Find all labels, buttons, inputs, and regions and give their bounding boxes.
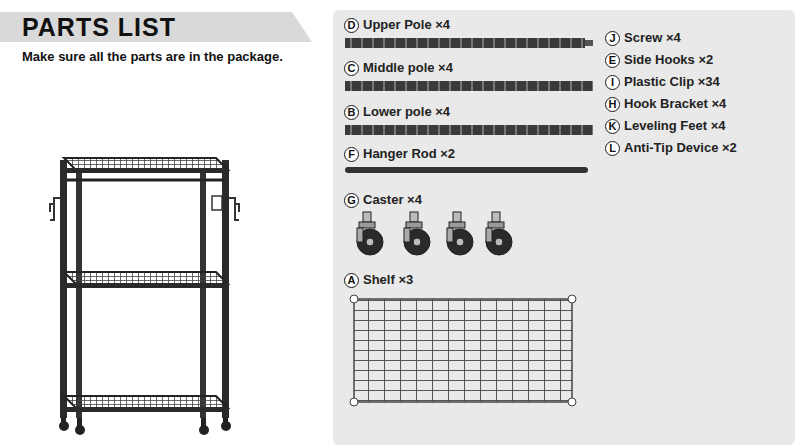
part-letter-circle: FHanger Rod ×2 [344, 147, 359, 162]
shelf [350, 295, 576, 406]
part-name: Upper Pole ×4 [363, 17, 450, 32]
part-letter-circle: HHook Bracket ×4 [605, 97, 620, 112]
hanger-rod [345, 167, 588, 173]
part-letter: H [609, 99, 617, 110]
title-banner [0, 12, 312, 42]
part-letter: F [348, 149, 355, 160]
part-letter: D [348, 20, 356, 31]
part-name: Middle pole ×4 [363, 60, 453, 75]
part-name: Shelf ×3 [363, 272, 413, 287]
part-name: Hanger Rod ×2 [363, 146, 455, 161]
middle-pole [345, 81, 593, 91]
part-letter: L [609, 143, 616, 154]
part-name: Caster ×4 [363, 192, 422, 207]
part-name: Side Hooks ×2 [624, 52, 713, 67]
part-letter: C [348, 63, 356, 74]
part-letter-circle: CMiddle pole ×4 [344, 61, 359, 76]
part-letter: I [611, 77, 614, 88]
part-letter-circle: IPlastic Clip ×34 [605, 75, 620, 90]
part-letter: K [609, 121, 617, 132]
pole-tip [585, 40, 593, 46]
part-letter-circle: ESide Hooks ×2 [605, 53, 620, 68]
part-name: Screw ×4 [624, 30, 681, 45]
part-letter: J [609, 33, 615, 44]
lower-pole [345, 125, 593, 135]
part-name: Plastic Clip ×34 [624, 74, 720, 89]
parts-panel [333, 10, 795, 445]
part-name: Leveling Feet ×4 [624, 118, 726, 133]
part-letter-circle: BLower pole ×4 [344, 105, 359, 120]
part-name: Anti-Tip Device ×2 [624, 140, 737, 155]
part-letter: A [348, 275, 356, 286]
part-letter-circle: AShelf ×3 [344, 273, 359, 288]
part-letter-circle: GCaster ×4 [344, 193, 359, 208]
part-name: Lower pole ×4 [363, 104, 450, 119]
upper-pole [345, 38, 585, 48]
page-title: PARTS LIST [22, 13, 176, 42]
part-letter: E [609, 55, 616, 66]
part-letter-circle: KLeveling Feet ×4 [605, 119, 620, 134]
part-letter: G [347, 195, 356, 206]
part-name: Hook Bracket ×4 [624, 96, 726, 111]
casters [357, 212, 512, 255]
rack-illustration [50, 158, 239, 435]
note-text: Make sure all the parts are in the packa… [22, 49, 283, 64]
part-letter-circle: DUpper Pole ×4 [344, 18, 359, 33]
part-letter-circle: JScrew ×4 [605, 31, 620, 46]
part-letter: B [348, 107, 356, 118]
part-letter-circle: LAnti-Tip Device ×2 [605, 141, 620, 156]
